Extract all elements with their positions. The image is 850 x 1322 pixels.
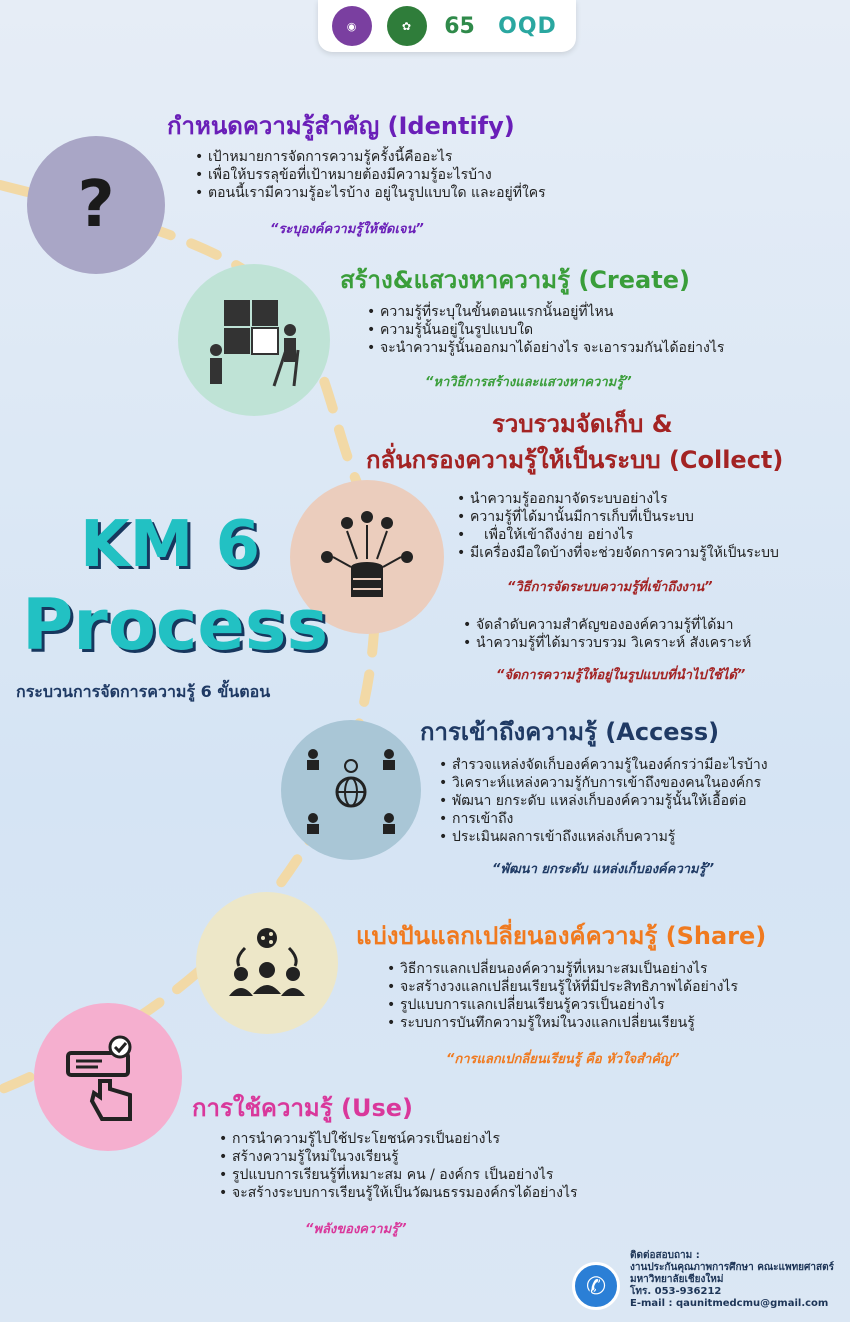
collect-bullets-2: จัดลำดับความสำคัญขององค์ความรู้ที่ได้มา … [462, 616, 751, 652]
list-item: จะสร้างระบบการเรียนรู้ให้เป็นวัฒนธรรมองค… [219, 1184, 578, 1202]
list-item: เพื่อให้เข้าถึงง่าย อย่างไร [457, 526, 779, 544]
list-item: วิเคราะห์แหล่งความรู้กับการเข้าถึงของคนใ… [439, 774, 768, 792]
list-item: รูปแบบการแลกเปลี่ยนเรียนรู้ควรเป็นอย่างไ… [387, 996, 738, 1014]
list-item: รูปแบบการเรียนรู้ที่เหมาะสม คน / องค์กร … [219, 1166, 578, 1184]
list-item: ความรู้นั้นอยู่ในรูปแบบใด [367, 321, 724, 339]
share-quote: “การแลกเปกลี่ยนเรียนรู้ คือ หัวใจสำคัญ” [446, 1052, 680, 1067]
identify-title: กำหนดความรู้สำคัญ (Identify) [167, 112, 515, 140]
contact-label: ติดต่อสอบถาม : [630, 1250, 700, 1261]
list-item: เป้าหมายการจัดการความรู้ครั้งนี้คืออะไร [195, 148, 546, 166]
create-quote: “หาวิธีการสร้างและแสวงหาความรู้” [425, 375, 632, 390]
list-item: จะนำความรู้นั้นออกมาได้อย่างไร จะเอารวมก… [367, 339, 724, 357]
contact-university: มหาวิทยาลัยเชียงใหม่ [630, 1274, 724, 1285]
list-item: นำความรู้ออกมาจัดระบบอย่างไร [457, 490, 779, 508]
puzzle-people-icon [210, 300, 300, 387]
globe-users-icon [307, 749, 395, 834]
share-title: แบ่งปันแลกเปลี่ยนองค์ความรู้ (Share) [356, 922, 767, 950]
use-title: การใช้ความรู้ (Use) [192, 1094, 413, 1122]
contact-phone: โทร. 053-936212 [630, 1286, 722, 1297]
use-quote: “พลังของความรู้” [305, 1222, 407, 1237]
list-item: การเข้าถึง [439, 810, 768, 828]
km-title-line2: Process [22, 584, 329, 666]
list-item: ประเมินผลการเข้าถึงแหล่งเก็บความรู้ [439, 828, 768, 846]
use-circle [34, 1003, 182, 1151]
access-bullets: สำรวจแหล่งจัดเก็บองค์ความรู้ในองค์กรว่าม… [438, 756, 768, 846]
list-item: ตอนนี้เรามีความรู้อะไรบ้าง อยู่ในรูปแบบใ… [195, 184, 546, 202]
list-item: วิธีการแลกเปลี่ยนองค์ความรู้ที่เหมาะสมเป… [387, 960, 738, 978]
contact-info: ติดต่อสอบถาม : งานประกันคุณภาพการศึกษา ค… [630, 1250, 834, 1310]
create-bullets: ความรู้ที่ระบุในขั้นตอนแรกนั้นอยู่ที่ไหน… [366, 303, 724, 357]
list-item: จะสร้างวงแลกเปลี่ยนเรียนรู้ให้ที่มีประสิ… [387, 978, 738, 996]
list-item: สร้างความรู้ใหม่ในวงเรียนรู้ [219, 1148, 578, 1166]
share-group-icon [229, 928, 305, 996]
list-item: สำรวจแหล่งจัดเก็บองค์ความรู้ในองค์กรว่าม… [439, 756, 768, 774]
collect-bullets: นำความรู้ออกมาจัดระบบอย่างไร ความรู้ที่ไ… [456, 490, 779, 562]
list-item: นำความรู้ที่ได้มารวบรวม วิเคราะห์ สังเคร… [463, 634, 751, 652]
database-network-icon [321, 511, 413, 597]
identify-circle: ? [27, 136, 165, 274]
list-item: พัฒนา ยกระดับ แหล่งเก็บองค์ความรู้นั้นให… [439, 792, 768, 810]
list-item: การนำความรู้ไปใช้ประโยชน์ควรเป็นอย่างไร [219, 1130, 578, 1148]
share-bullets: วิธีการแลกเปลี่ยนองค์ความรู้ที่เหมาะสมเป… [386, 960, 738, 1032]
km-subtitle: กระบวนการจัดการความรู้ 6 ขั้นตอน [16, 682, 271, 701]
create-title: สร้าง&แสวงหาความรู้ (Create) [340, 266, 690, 294]
collect-quote: “วิธีการจัดระบบความรู้ที่เข้าถึงงาน” [507, 580, 713, 595]
identify-quote: “ระบุองค์ความรู้ให้ชัดเจน” [270, 222, 424, 237]
collect-quote-2: “จัดการความรู้ให้อยู่ในรูปแบบที่นำไปใช้ไ… [496, 668, 746, 683]
collect-circle [290, 480, 444, 634]
hand-checklist-icon [66, 1035, 132, 1121]
access-quote: “พัฒนา ยกระดับ แหล่งเก็บองค์ความรู้” [492, 862, 714, 877]
km-title-line1: KM 6 [80, 508, 261, 582]
list-item: ความรู้ที่ได้มานั้นมีการเก็บที่เป็นระบบ [457, 508, 779, 526]
collect-title-line2: กลั่นกรองความรู้ให้เป็นระบบ (Collect) [366, 446, 784, 474]
phone-icon: ✆ [572, 1262, 620, 1310]
list-item: จัดลำดับความสำคัญขององค์ความรู้ที่ได้มา [463, 616, 751, 634]
oqd-logo: OQD [498, 13, 557, 39]
create-circle [178, 264, 330, 416]
use-bullets: การนำความรู้ไปใช้ประโยชน์ควรเป็นอย่างไร … [218, 1130, 578, 1202]
identify-bullets: เป้าหมายการจัดการความรู้ครั้งนี้คืออะไร … [194, 148, 546, 202]
collect-title-line1: รวบรวมจัดเก็บ & [492, 410, 673, 438]
list-item: ความรู้ที่ระบุในขั้นตอนแรกนั้นอยู่ที่ไหน [367, 303, 724, 321]
faculty-logo: ◉ [331, 6, 372, 46]
list-item: ระบบการบันทึกความรู้ใหม่ในวงแลกเปลี่ยนเร… [387, 1014, 738, 1032]
question-mark-icon: ? [77, 168, 115, 242]
cmu-logo: ✿ [386, 6, 427, 46]
list-item: เพื่อให้บรรลุข้อที่เป้าหมายต้องมีความรู้… [195, 166, 546, 184]
logo-bar: ◉ ✿ 65 OQD [318, 0, 576, 52]
contact-department: งานประกันคุณภาพการศึกษา คณะแพทยศาสตร์ [630, 1262, 834, 1273]
access-title: การเข้าถึงความรู้ (Access) [420, 718, 720, 746]
access-circle [281, 720, 421, 860]
list-item: มีเครื่องมือใดบ้างที่จะช่วยจัดการความรู้… [457, 544, 779, 562]
anniversary-65-logo: 65 [444, 13, 475, 39]
share-circle [196, 892, 338, 1034]
contact-email: E-mail : qaunitmedcmu@gmail.com [630, 1298, 829, 1309]
